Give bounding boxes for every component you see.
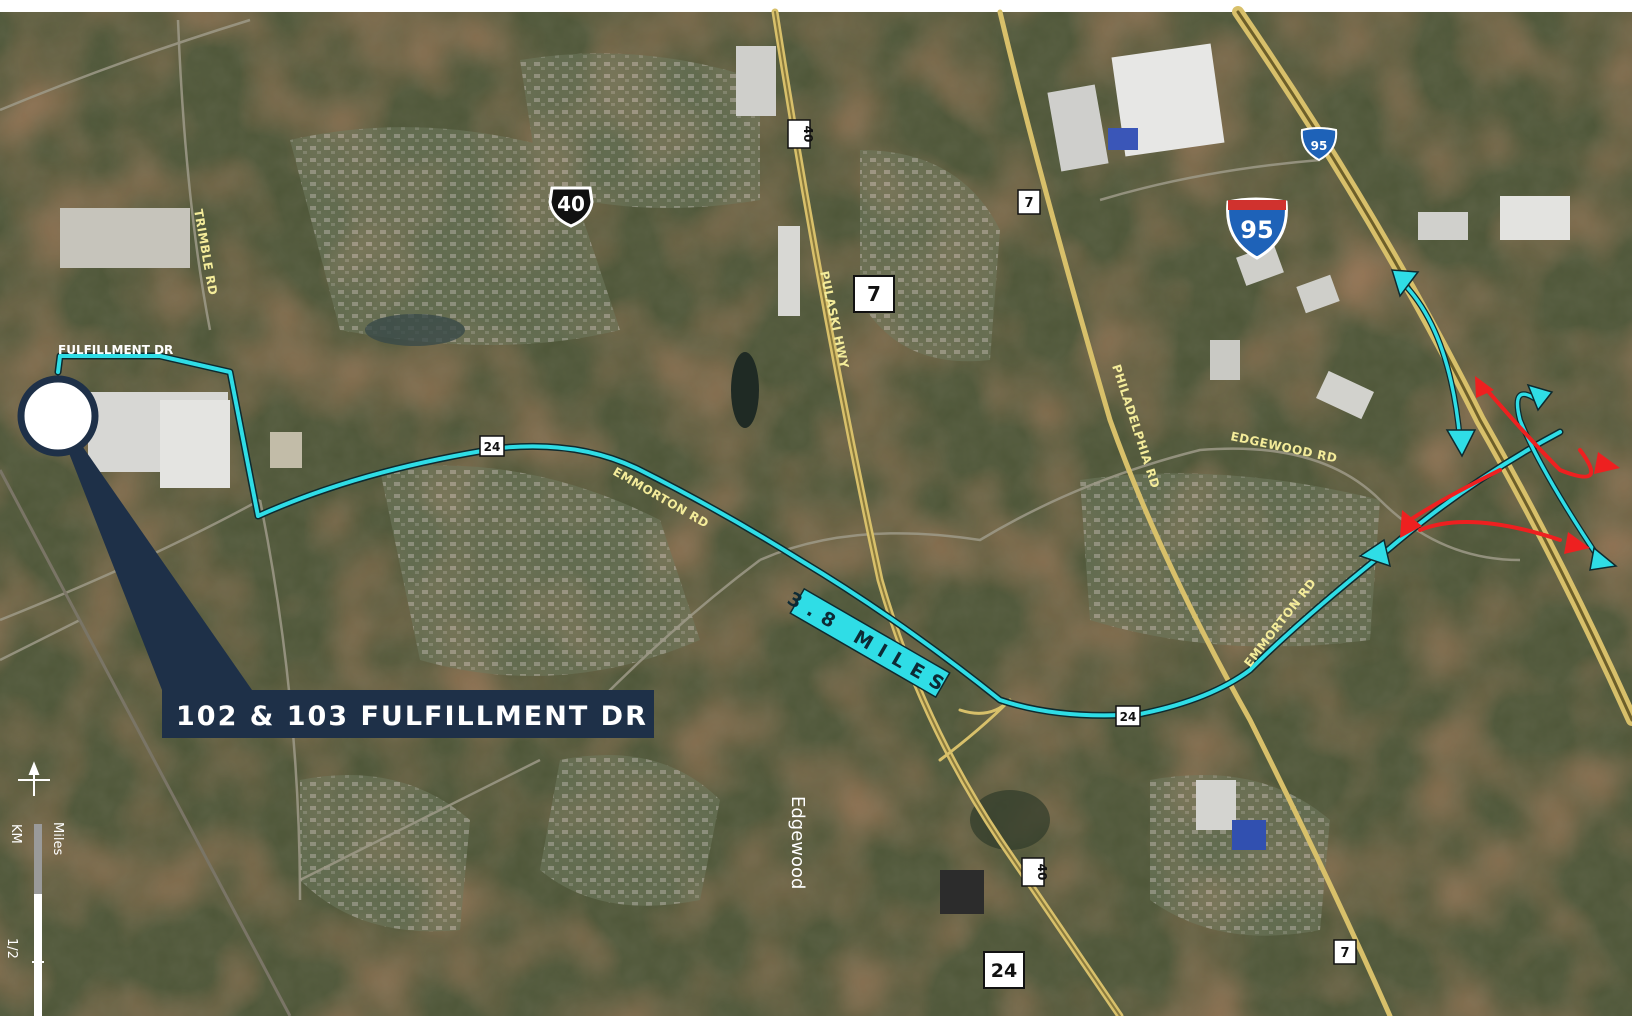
shield-rt7-south: 7 [1333, 939, 1357, 965]
shield-rt40-north: 40 [787, 119, 815, 149]
property-callout[interactable]: 102 & 103 FULFILLMENT DR [17, 375, 654, 738]
buildings [60, 43, 1570, 914]
neighborhoods [290, 53, 1380, 936]
property-marker[interactable] [17, 375, 99, 457]
shield-i95-large-number: 95 [1240, 216, 1273, 244]
shield-rt7-north-number: 7 [1024, 196, 1033, 211]
shield-rt24-box-number: 24 [991, 960, 1017, 982]
shield-i95-small-number: 95 [1311, 139, 1328, 153]
top-border [0, 0, 1632, 12]
place-label-edgewood: Edgewood [787, 796, 808, 889]
scale-km-label: KM [8, 824, 23, 844]
shield-rt24-west: 24 [479, 435, 505, 457]
shield-rt24-west-number: 24 [484, 440, 501, 454]
road-label-fulfillment: FULFILLMENT DR [58, 343, 173, 357]
shield-rt40-south-number: 40 [1035, 864, 1049, 881]
shield-us40-number: 40 [557, 192, 585, 216]
shield-rt24-box: 24 [983, 951, 1025, 989]
callout-label: 102 & 103 FULFILLMENT DR [176, 701, 648, 732]
shield-rt40-north-number: 40 [801, 126, 815, 143]
shield-rt7-box: 7 [853, 275, 895, 313]
shield-i95-small: 95 [1300, 127, 1338, 162]
callout-pointer [56, 420, 252, 690]
scale-half-label: 1/2 [4, 938, 19, 959]
compass-icon [18, 761, 50, 796]
scale-miles-label: Miles [50, 822, 65, 855]
shield-rt24-east-number: 24 [1120, 710, 1137, 724]
map-grain [0, 12, 1632, 1016]
shield-rt7-north: 7 [1017, 189, 1041, 215]
scale-bar: KM Miles 1/2 [4, 761, 65, 1016]
shield-rt7-box-number: 7 [867, 282, 881, 306]
shield-i95-large: 95 [1226, 197, 1288, 260]
shield-rt7-south-number: 7 [1340, 946, 1349, 961]
local-roads [0, 18, 1521, 901]
water-bodies [365, 314, 1050, 850]
shield-rt40-south: 40 [1021, 857, 1049, 887]
interchange-ramps [1399, 279, 1603, 563]
railroad [0, 469, 292, 1016]
callout-box [162, 690, 654, 738]
shield-rt24-east: 24 [1115, 705, 1141, 727]
route-arrows [1358, 269, 1620, 571]
shield-us40: 40 [548, 186, 594, 228]
